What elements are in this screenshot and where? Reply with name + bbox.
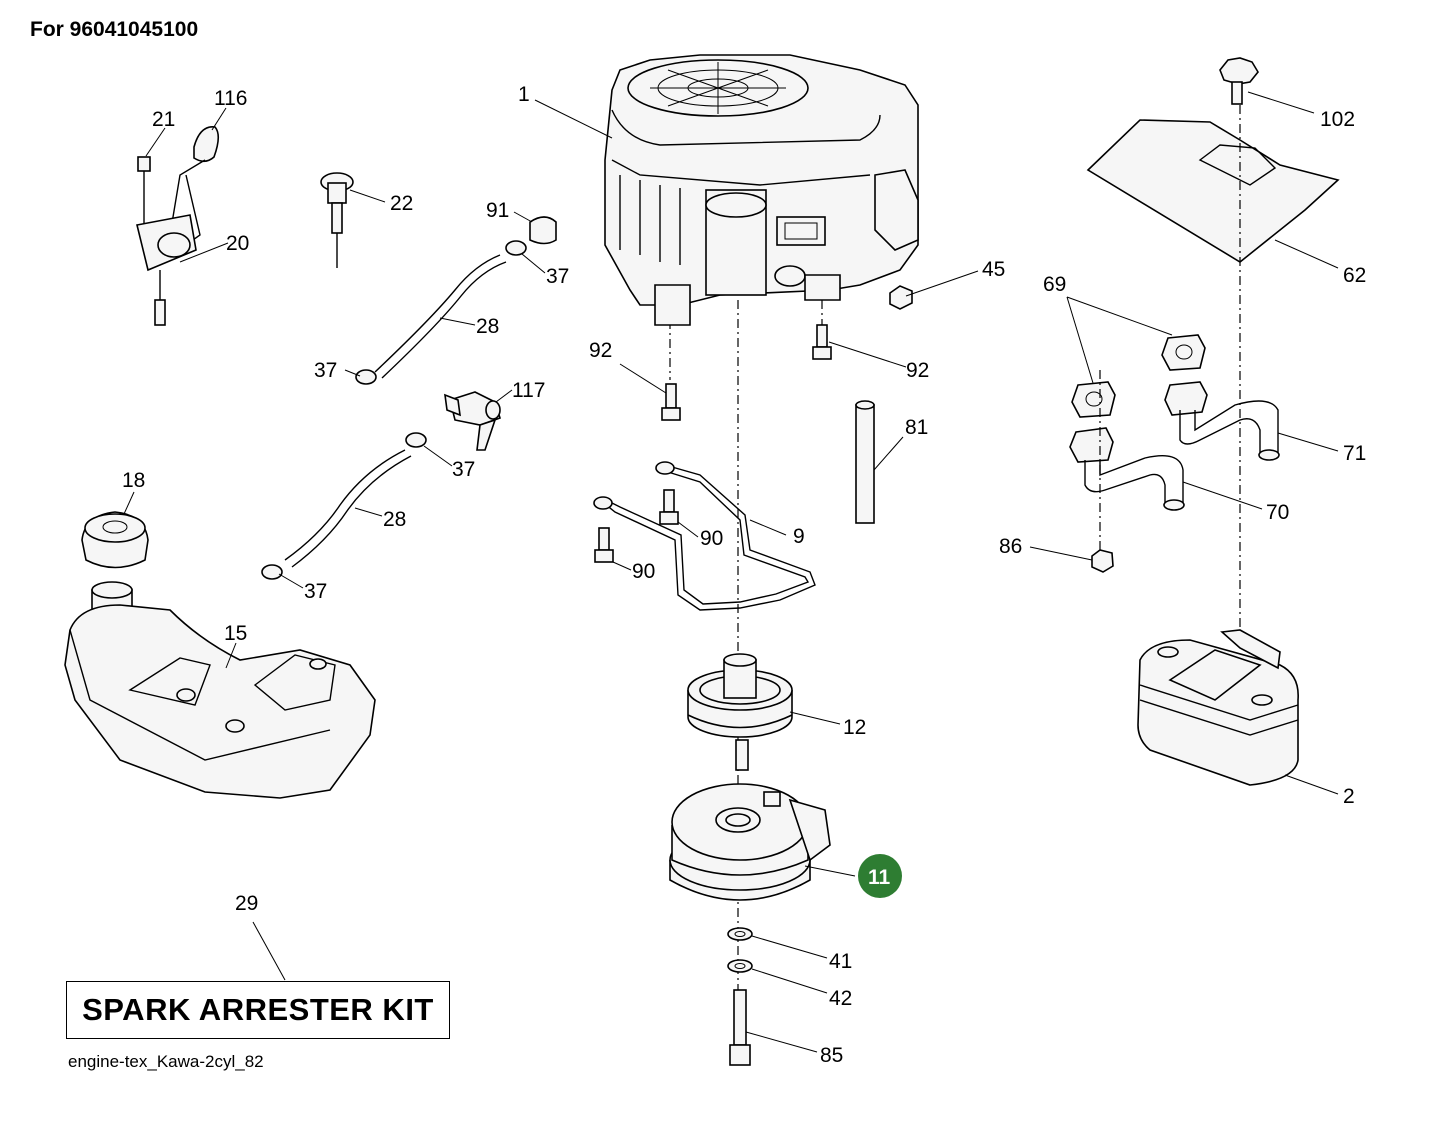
- label-116: 116: [214, 87, 247, 110]
- label-37: 37: [546, 265, 569, 288]
- rod-81: [855, 400, 875, 524]
- spark-arrester-kit-box: SPARK ARRESTER KIT: [66, 981, 450, 1039]
- screw-90-lower: [594, 527, 614, 563]
- highlight-marker: [858, 854, 902, 898]
- label-18: 18: [122, 469, 145, 492]
- gasket-upper: [1161, 334, 1206, 371]
- document-header: For 96041045100: [30, 18, 199, 41]
- label-92: 92: [589, 339, 612, 362]
- label-102: 102: [1320, 108, 1355, 131]
- label-71: 71: [1343, 442, 1366, 465]
- throttle-control: [136, 126, 220, 326]
- callout-labels: 1 116 21 20 22 91 37 28 37 117 37 28 37 …: [122, 83, 1366, 1067]
- fuel-hose-upper: [355, 216, 557, 385]
- label-12: 12: [843, 716, 866, 739]
- label-86: 86: [999, 535, 1022, 558]
- nut-86: [1091, 549, 1114, 573]
- bolt-92-right: [812, 324, 832, 360]
- pulley: [687, 653, 793, 771]
- bolt-92-left: [661, 383, 681, 421]
- label-42: 42: [829, 987, 852, 1010]
- fuel-cap: [81, 511, 149, 569]
- fuel-valve: [444, 391, 501, 451]
- label-22: 22: [390, 192, 413, 215]
- label-81: 81: [905, 416, 928, 439]
- shield-screw: [1219, 57, 1259, 105]
- label-117: 117: [512, 379, 545, 402]
- label-1: 1: [518, 83, 530, 106]
- wire-bracket: [593, 461, 816, 611]
- label-45: 45: [982, 258, 1005, 281]
- exhaust-pipe-71: [1164, 381, 1280, 461]
- label-91: 91: [486, 199, 509, 222]
- bolt-85: [729, 989, 751, 1066]
- label-69: 69: [1043, 273, 1066, 296]
- muffler: [1137, 629, 1299, 786]
- label-70: 70: [1266, 501, 1289, 524]
- label-37: 37: [314, 359, 337, 382]
- label-20: 20: [226, 232, 249, 255]
- label-21: 21: [152, 108, 175, 131]
- label-90: 90: [700, 527, 723, 550]
- label-41: 41: [829, 950, 852, 973]
- screw-90-upper: [659, 489, 679, 525]
- label-2: 2: [1343, 785, 1355, 808]
- engine: [604, 54, 919, 326]
- label-37: 37: [304, 580, 327, 603]
- diagram-caption: engine-tex_Kawa-2cyl_82: [68, 1052, 264, 1071]
- leader-lines: [123, 91, 1339, 1053]
- washer-42: [727, 959, 753, 973]
- label-28: 28: [476, 315, 499, 338]
- fuel-tank: [64, 581, 376, 799]
- label-11: 11: [868, 866, 891, 889]
- fuel-hose-lower: [261, 432, 427, 580]
- electric-clutch: [669, 783, 831, 901]
- nut-45: [889, 285, 913, 310]
- heat-shield: [1086, 119, 1340, 263]
- label-92: 92: [906, 359, 929, 382]
- label-90: 90: [632, 560, 655, 583]
- label-37: 37: [452, 458, 475, 481]
- label-62: 62: [1343, 264, 1366, 287]
- label-85: 85: [820, 1044, 843, 1067]
- label-28: 28: [383, 508, 406, 531]
- label-29: 29: [235, 892, 258, 915]
- label-15: 15: [224, 622, 247, 645]
- choke-knob: [320, 172, 354, 268]
- label-9: 9: [793, 525, 805, 548]
- exhaust-pipe-70: [1069, 427, 1185, 511]
- gasket-lower: [1071, 381, 1116, 418]
- washer-41: [727, 927, 753, 941]
